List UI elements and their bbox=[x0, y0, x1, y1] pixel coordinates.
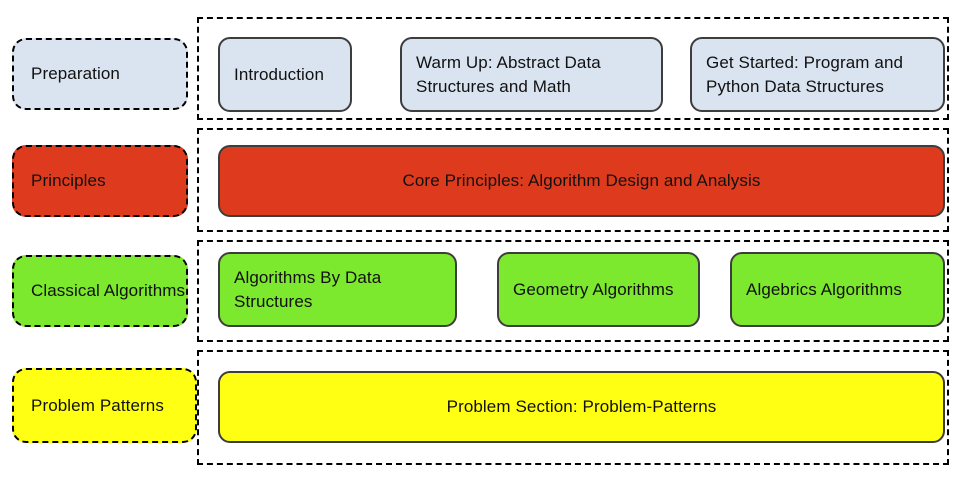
node-algebrics-algorithms[interactable]: Algebrics Algorithms bbox=[730, 252, 945, 327]
node-core-principles[interactable]: Core Principles: Algorithm Design and An… bbox=[218, 145, 945, 217]
category-chip-classical-algorithms-label: Classical Algorithms bbox=[31, 281, 186, 300]
node-algebrics-algorithms-label: Algebrics Algorithms bbox=[746, 279, 903, 299]
node-warm-up[interactable]: Warm Up: Abstract Data Structures and Ma… bbox=[400, 37, 663, 112]
node-core-principles-label: Core Principles: Algorithm Design and An… bbox=[402, 171, 761, 190]
category-chip-principles-label: Principles bbox=[31, 171, 106, 190]
node-problem-section-label: Problem Section: Problem-Patterns bbox=[446, 397, 717, 416]
node-geometry-algorithms-label: Geometry Algorithms bbox=[513, 279, 674, 299]
lane-problem-patterns bbox=[197, 350, 949, 465]
node-warm-up-label: Warm Up: Abstract Data Structures and Ma… bbox=[416, 52, 601, 96]
node-introduction-label: Introduction bbox=[234, 64, 325, 84]
category-chip-preparation-label: Preparation bbox=[31, 64, 120, 83]
category-chip-preparation[interactable]: Preparation bbox=[12, 38, 188, 110]
node-problem-section[interactable]: Problem Section: Problem-Patterns bbox=[218, 371, 945, 443]
node-get-started-label: Get Started: Program and Python Data Str… bbox=[706, 52, 904, 96]
lane-preparation bbox=[197, 17, 949, 120]
node-algorithms-by-data-structures-label: Algorithms By Data Structures bbox=[234, 267, 382, 311]
lane-principles bbox=[197, 128, 949, 232]
node-introduction[interactable]: Introduction bbox=[218, 37, 352, 112]
category-chip-problem-patterns[interactable]: Problem Patterns bbox=[12, 368, 197, 443]
category-chip-problem-patterns-label: Problem Patterns bbox=[31, 395, 164, 415]
category-chip-classical-algorithms[interactable]: Classical Algorithms bbox=[12, 255, 188, 327]
lane-classical-algorithms bbox=[197, 240, 949, 342]
node-algorithms-by-data-structures[interactable]: Algorithms By Data Structures bbox=[218, 252, 457, 327]
node-get-started[interactable]: Get Started: Program and Python Data Str… bbox=[690, 37, 945, 112]
node-geometry-algorithms[interactable]: Geometry Algorithms bbox=[497, 252, 700, 327]
category-chip-principles[interactable]: Principles bbox=[12, 145, 188, 217]
